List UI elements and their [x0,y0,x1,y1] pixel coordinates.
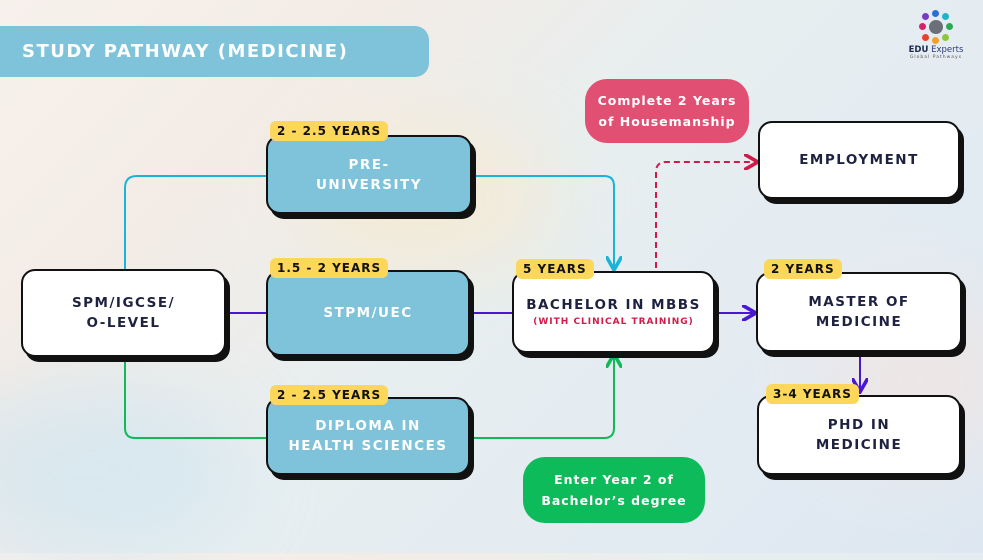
node-label: STPM/UEC [323,305,413,321]
people-circle-icon [919,10,953,44]
duration-badge: 2 YEARS [764,259,842,279]
node-label: SPM/IGCSE/ [71,295,176,311]
duration-badge: 2 - 2.5 YEARS [270,121,389,141]
node-label: MEDICINE [815,314,903,330]
node-label: DIPLOMA IN [315,418,421,434]
page-title-banner: STUDY PATHWAY (MEDICINE) [0,26,429,77]
node-label: MASTER OF [808,294,910,310]
node-phd-in-medicine: PHD IN MEDICINE [757,395,961,475]
logo-name: EDU Experts [908,45,964,55]
node-sublabel: (WITH CLINICAL TRAINING) [533,317,694,327]
node-stpm-uec: STPM/UEC [266,270,470,356]
node-label: MEDICINE [815,437,903,453]
node-label: HEALTH SCIENCES [288,438,448,454]
node-label: UNIVERSITY [315,176,423,193]
node-employment: EMPLOYMENT [758,121,960,199]
node-label: EMPLOYMENT [799,152,919,168]
page-title: STUDY PATHWAY (MEDICINE) [22,41,349,62]
node-master-of-medicine: MASTER OF MEDICINE [756,272,962,352]
background-blob [0,380,240,560]
connector-start-to-diploma [124,357,268,439]
node-bachelor-mbbs: BACHELOR IN MBBS (WITH CLINICAL TRAINING… [512,271,715,353]
logo: EDU Experts Global Pathways [896,10,976,66]
logo-tagline: Global Pathways [909,55,963,60]
duration-badge: 2 - 2.5 YEARS [270,385,389,405]
note-text: Complete 2 Years [597,93,737,108]
node-label: O-LEVEL [86,315,161,331]
note-text: Bachelor’s degree [541,493,687,508]
node-spm-igcse-olevel: SPM/IGCSE/ O-LEVEL [21,269,226,357]
node-diploma-health-sciences: DIPLOMA IN HEALTH SCIENCES [266,397,470,475]
connector-bachelor-to-employment [655,162,756,268]
connector-start-to-preu [124,175,268,270]
node-label: PRE- [348,156,390,173]
node-label: BACHELOR IN MBBS [526,297,701,313]
duration-badge: 5 YEARS [516,259,594,279]
connector-preu-to-bachelor [472,175,614,268]
duration-badge: 1.5 - 2 YEARS [270,258,389,278]
note-text: Enter Year 2 of [554,472,674,487]
connector-diploma-to-bachelor [470,356,614,439]
note-text: of Housemanship [598,114,736,129]
node-pre-university: PRE- UNIVERSITY [266,135,472,214]
duration-badge: 3-4 YEARS [766,384,859,404]
note-housemanship: Complete 2 Years of Housemanship [585,79,749,143]
note-enter-year-2: Enter Year 2 of Bachelor’s degree [523,457,705,523]
node-label: PHD IN [827,417,891,433]
